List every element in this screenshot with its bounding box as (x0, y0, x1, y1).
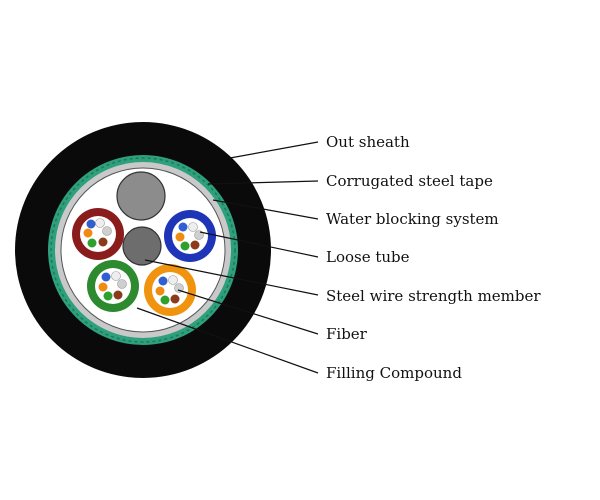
fiber-white (111, 271, 121, 281)
leader-out-sheath (229, 141, 319, 159)
leader-filling-compound (136, 307, 319, 374)
fiber-orange (155, 286, 165, 296)
fiber-orange (175, 232, 185, 242)
fiber-brown (170, 294, 180, 304)
leader-lines (136, 141, 319, 374)
fiber-green (87, 238, 97, 248)
fiber-brown (190, 240, 200, 250)
leader-steel-wire-strength-member (144, 259, 319, 296)
leader-fiber (177, 289, 319, 335)
callout-labels: Out sheath Corrugated steel tape Water b… (326, 133, 541, 382)
loose-tube-orange (144, 264, 196, 316)
loose-tube-blue (164, 210, 216, 262)
leader-water-blocking-system (212, 199, 319, 220)
label-fiber: Fiber (326, 325, 368, 343)
fiber-brown (113, 290, 123, 300)
fiber-grey (117, 279, 127, 289)
steel-tape-corrugation (50, 157, 236, 343)
label-filling-compound: Filling Compound (326, 364, 462, 382)
fiber-blue (101, 272, 111, 282)
label-steel-wire-strength-member: Steel wire strength member (326, 287, 541, 305)
fiber-grey (174, 283, 184, 293)
fiber-brown (98, 237, 108, 247)
fiber-blue (178, 222, 188, 232)
label-corrugated-steel-tape: Corrugated steel tape (326, 172, 493, 190)
fiber-orange (98, 282, 108, 292)
cable-cross-section (15, 122, 271, 378)
leader-corrugated-steel-tape (207, 180, 319, 185)
steel-wire-strength-member (122, 226, 162, 266)
fiber-grey (102, 226, 112, 236)
loose-tube-green (87, 260, 139, 312)
loose-tube-red (72, 208, 124, 260)
label-out-sheath: Out sheath (326, 133, 410, 151)
fiber-green (160, 295, 170, 305)
fiber-green (103, 291, 113, 301)
label-loose-tube: Loose tube (326, 248, 410, 266)
fiber-blue (158, 276, 168, 286)
label-water-blocking-system: Water blocking system (326, 210, 499, 228)
leader-loose-tube (199, 231, 319, 258)
fiber-white (188, 222, 198, 232)
fiber-green (180, 241, 190, 251)
fiber-orange (83, 228, 93, 238)
fiber-blue (86, 219, 96, 229)
fiber-white (168, 275, 178, 285)
fiber-white (95, 218, 105, 228)
filler-rod (116, 171, 166, 221)
